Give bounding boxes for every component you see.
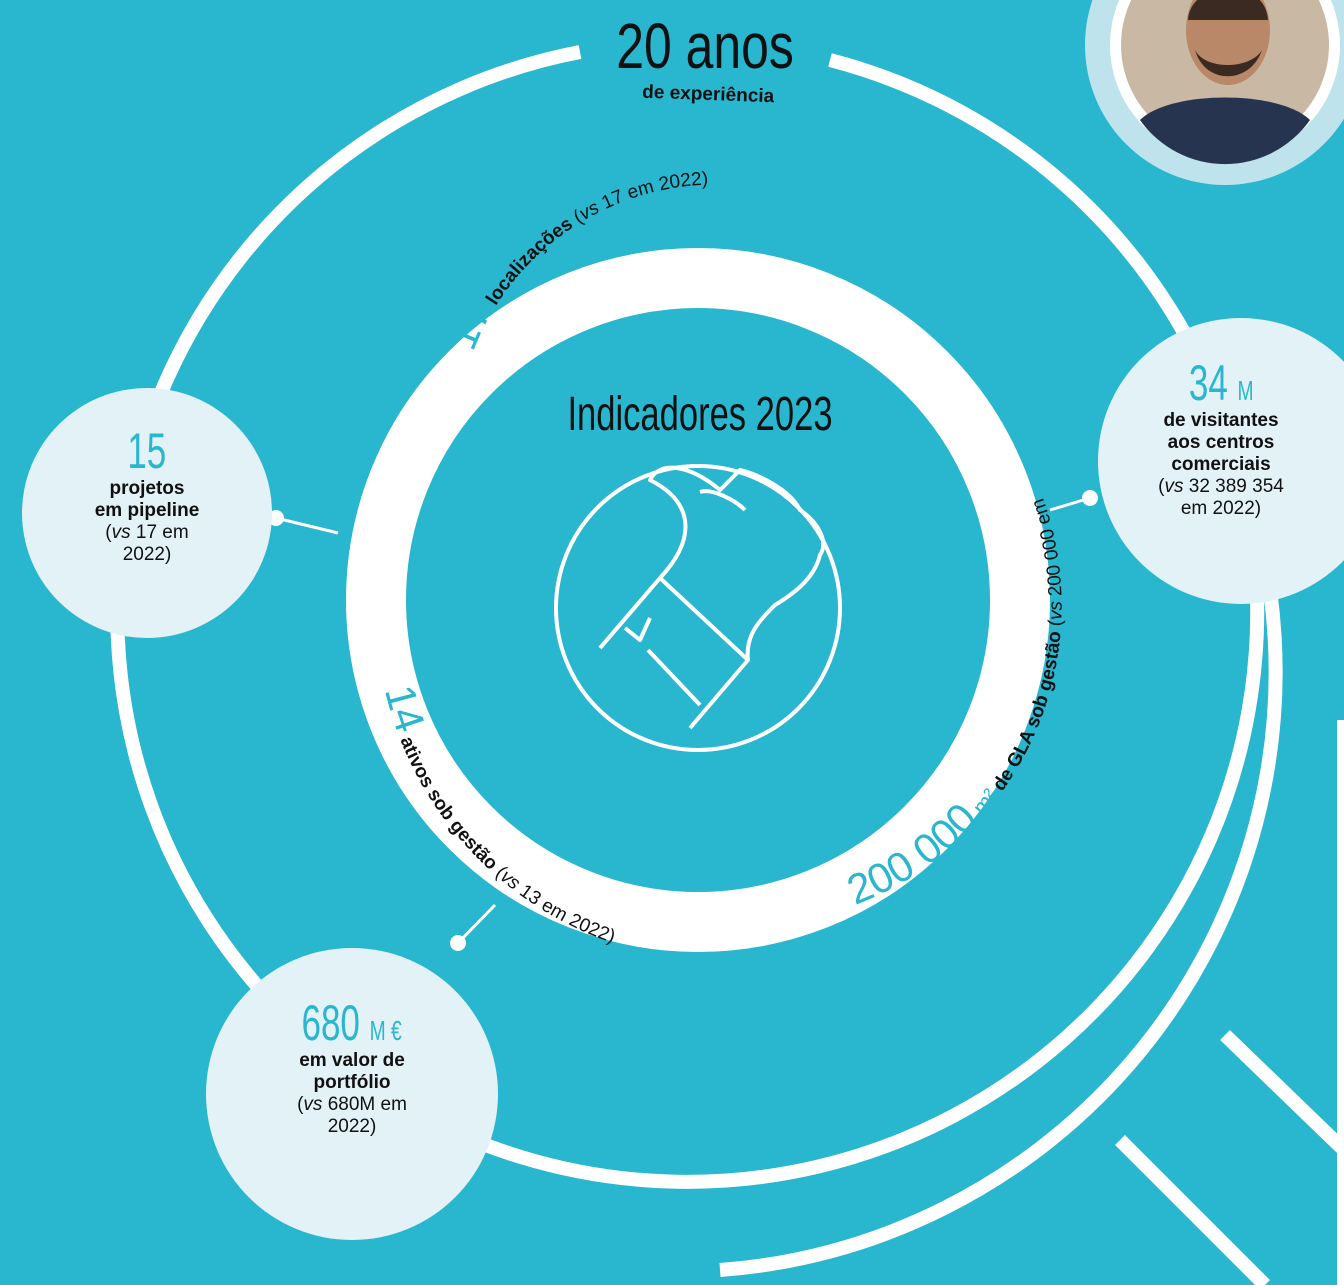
portfolio-compare: (vs 680M em <box>297 1094 407 1115</box>
years-label: de experiência <box>642 82 775 108</box>
portfolio-label-2: portfólio <box>313 1072 391 1093</box>
outer-arc-right <box>719 589 1283 1277</box>
visitors-compare-2: em 2022) <box>1180 498 1262 519</box>
visitors-label-1: de visitantes <box>1163 410 1279 431</box>
pipeline-compare-2: 2022) <box>122 544 172 565</box>
diagonal-line-2 <box>1115 1135 1270 1285</box>
portfolio-number: 680 M € <box>301 995 403 1051</box>
avatar <box>1121 0 1329 165</box>
pipeline-label-2: em pipeline <box>94 500 200 521</box>
portfolio-label-1: em valor de <box>299 1050 405 1071</box>
visitors-number: 34 M <box>1188 355 1254 411</box>
portfolio-bubble: 680 M € em valor de portfólio (vs 680M e… <box>206 948 498 1240</box>
diagonal-line-1 <box>1220 1029 1344 1156</box>
visitors-bubble: 34 M de visitantes aos centros comerciai… <box>1098 318 1344 604</box>
pipeline-label-1: projetos <box>109 478 185 499</box>
thumbs-up-icon <box>598 465 826 730</box>
connector-dot-portfolio <box>450 935 466 951</box>
indicator-ring <box>346 248 1050 952</box>
portfolio-compare-2: 2022) <box>327 1116 377 1137</box>
visitors-label-2: aos centros <box>1167 432 1275 453</box>
visitors-compare: (vs 32 389 354 <box>1158 476 1284 497</box>
connector-dot-pipeline <box>268 510 284 526</box>
pipeline-bubble: 15 projetos em pipeline (vs 17 em 2022) <box>22 388 272 638</box>
center-title: Indicadores 2023 <box>567 386 832 440</box>
pipeline-compare: (vs 17 em <box>105 522 189 543</box>
visitors-label-3: comerciais <box>1171 454 1271 475</box>
connector-portfolio <box>456 903 497 945</box>
pipeline-number: 15 <box>127 423 167 479</box>
connector-pipeline <box>275 516 339 535</box>
connector-dot-visitors <box>1082 490 1098 506</box>
years-number: 20 anos <box>616 11 794 82</box>
thumbs-circle <box>554 464 842 752</box>
